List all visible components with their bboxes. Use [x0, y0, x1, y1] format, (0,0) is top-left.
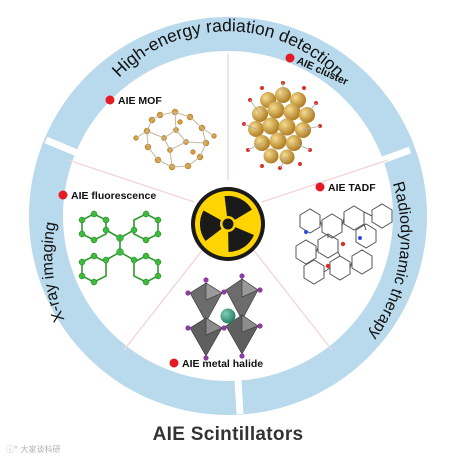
tpe-molecule-image: [78, 210, 162, 286]
footer-title: AIE Scintillators: [152, 424, 304, 445]
segment-label: AIE fluorescence: [71, 190, 156, 202]
segment-aie-mof: AIE MOF: [105, 95, 162, 107]
segment-label: AIE TADF: [328, 182, 376, 194]
bullet-dot: [169, 358, 179, 368]
segment-label: AIE metal halide: [182, 358, 263, 370]
tadf-molecule-image: [295, 203, 393, 285]
segment-aie-metal-halide: AIE metal halide: [169, 358, 263, 370]
bullet-dot: [315, 182, 325, 192]
radiation-hazard-icon: [191, 187, 265, 261]
metal-halide-image: [185, 273, 263, 361]
outer-ring: [29, 17, 427, 415]
bullet-dot: [285, 53, 295, 63]
segment-dividers: [67, 54, 389, 351]
watermark: ⓘ° 大家谈科研: [6, 445, 61, 454]
segment-label: AIE MOF: [118, 95, 162, 107]
mof-structure-image: [133, 108, 217, 171]
gold-cluster-image: [242, 81, 322, 170]
bullet-dot: [58, 190, 68, 200]
bullet-dot: [105, 95, 115, 105]
segment-aie-fluorescence: AIE fluorescence: [58, 190, 156, 202]
segment-aie-tadf: AIE TADF: [315, 182, 376, 194]
